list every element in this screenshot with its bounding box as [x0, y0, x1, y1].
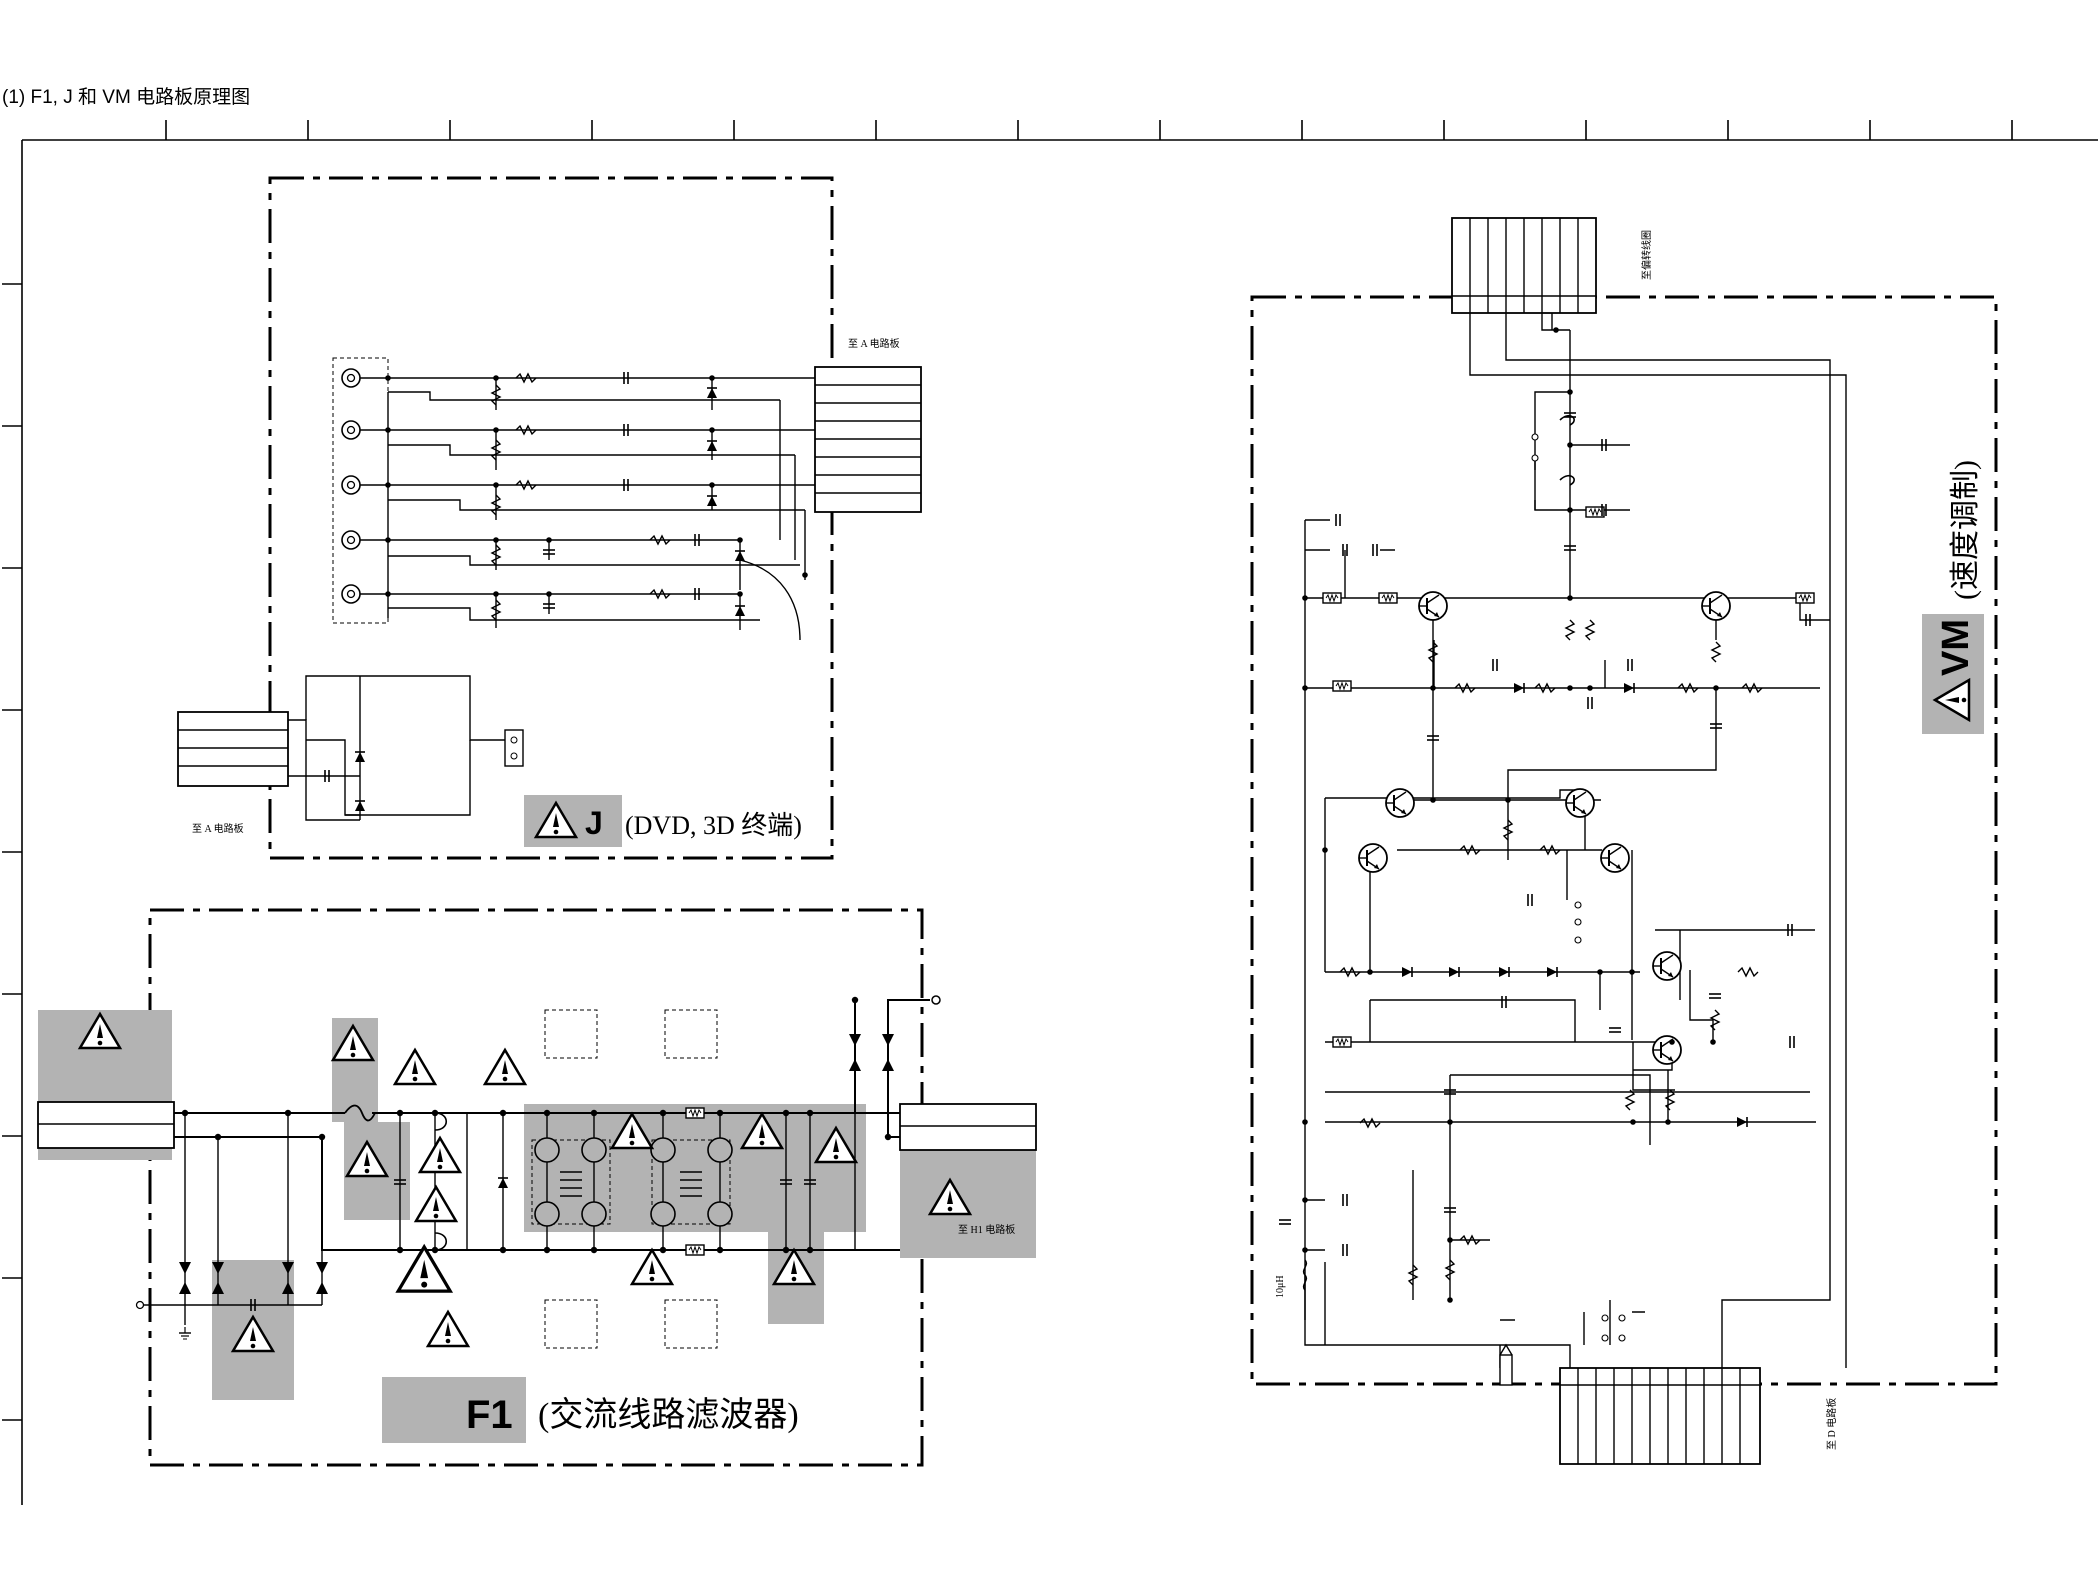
board-vm-subtitle: (速度调制) [1949, 460, 1982, 600]
board-f1-label: F1 (交流线路滤波器) [382, 1245, 799, 1443]
j-connector-to-a: 至 A 电路板 [814, 337, 922, 513]
j-connector-left-label: 至 A 电路板 [192, 822, 244, 835]
board-vm-code: VM [1935, 619, 1977, 676]
page-title: (1) F1, J 和 VM 电路板原理图 [2, 86, 250, 108]
av-jack-array [341, 368, 361, 604]
board-vm: 至偏转线圈 至 D 电路板 [1250, 217, 1998, 1465]
board-j: 至 A 电路板 至 A 电路板 [177, 176, 922, 860]
vm-connector-top: 至偏转线圈 [1451, 217, 1653, 314]
vm-inductor-label: 10μH [1275, 1275, 1286, 1298]
vm-connector-bottom: 至 D 电路板 [1559, 1367, 1838, 1465]
board-f1-subtitle: (交流线路滤波器) [538, 1396, 799, 1434]
j-connector-top-label: 至 A 电路板 [848, 337, 900, 350]
border-ruler [2, 120, 2098, 1505]
board-f1-code: F1 [466, 1393, 513, 1437]
board-f1: 至 H1 电路板 [37, 908, 1037, 1467]
board-j-subtitle: (DVD, 3D 终端) [625, 811, 802, 840]
vm-connector-bottom-label: 至 D 电路板 [1825, 1398, 1838, 1450]
board-j-code: J [585, 805, 603, 841]
board-vm-label: VM (速度调制) [1922, 460, 1984, 734]
board-j-label: J (DVD, 3D 终端) [524, 795, 802, 847]
f1-connector-right-label: 至 H1 电路板 [958, 1223, 1015, 1236]
vm-connector-top-label: 至偏转线圈 [1640, 230, 1653, 280]
j-connector-power: 至 A 电路板 [177, 675, 524, 835]
line-filter-chokes [531, 1009, 733, 1349]
